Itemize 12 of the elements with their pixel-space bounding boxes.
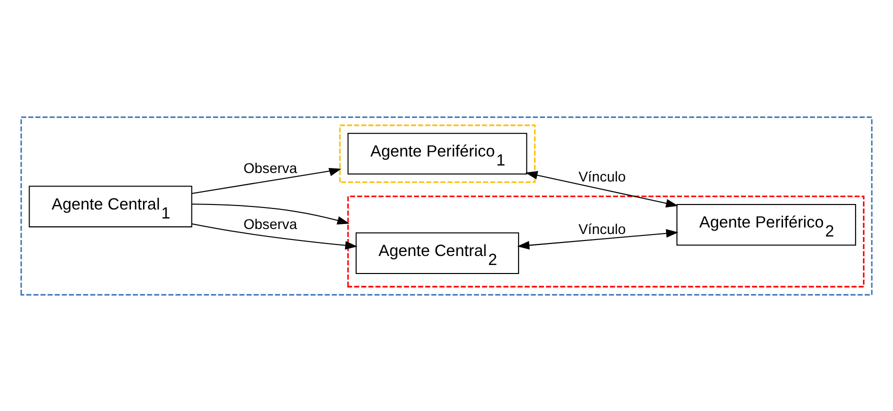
edge-label: Observa	[243, 160, 298, 177]
arrow	[525, 170, 678, 207]
arrow	[517, 228, 678, 250]
cluster	[339, 124, 536, 182]
edge-label: Vínculo	[578, 168, 626, 185]
arrow	[192, 203, 350, 224]
cluster	[20, 116, 873, 296]
arrow	[192, 222, 358, 250]
arrow	[192, 167, 342, 194]
cluster	[347, 195, 864, 287]
edge-label: Vínculo	[578, 222, 626, 238]
edge-label: Observa	[243, 216, 298, 233]
